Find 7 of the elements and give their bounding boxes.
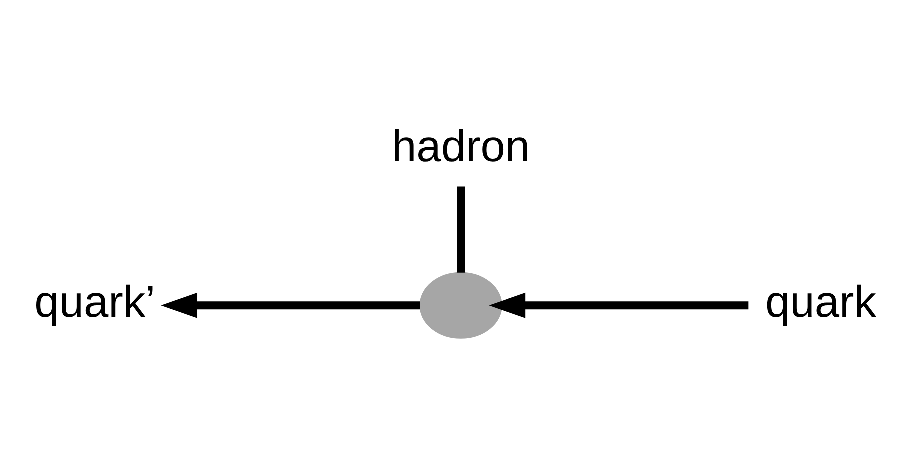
node-text: quark’ [34, 277, 156, 326]
node-text: quark [766, 277, 876, 326]
arrow [489, 292, 749, 318]
node-circle [420, 272, 502, 338]
node-text: hadron [392, 122, 530, 172]
connector [457, 186, 466, 272]
arrow [161, 292, 420, 318]
